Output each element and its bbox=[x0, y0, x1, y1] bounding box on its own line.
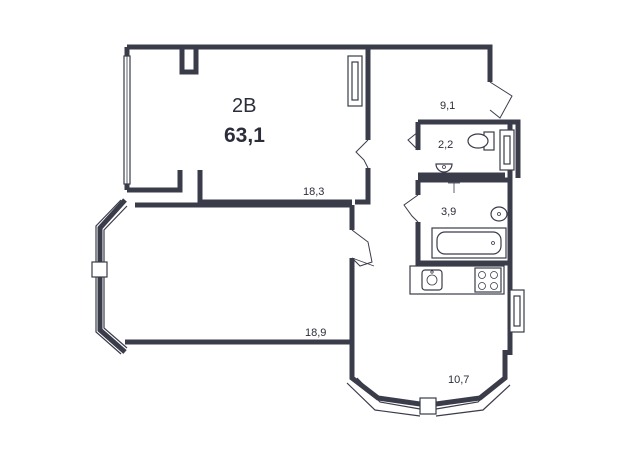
living-door bbox=[351, 229, 373, 267]
wc-shelf bbox=[448, 182, 460, 193]
room-area-bathroom: 3,9 bbox=[441, 206, 456, 218]
bath-sink bbox=[490, 206, 508, 222]
windows bbox=[91, 55, 525, 417]
labels: 2В 63,1 18,3 18,9 9,1 2,2 3,9 10,7 bbox=[224, 95, 469, 386]
kitchen-counter bbox=[409, 265, 505, 295]
apartment-type: 2В bbox=[232, 95, 256, 117]
fixtures bbox=[409, 131, 508, 295]
toilet bbox=[467, 131, 495, 151]
room-area-wc: 2,2 bbox=[438, 139, 453, 151]
stove bbox=[474, 267, 502, 293]
room-area-kitchen: 10,7 bbox=[448, 374, 469, 386]
wc-sink bbox=[435, 163, 453, 173]
doors bbox=[351, 81, 513, 267]
bathtub bbox=[431, 227, 507, 259]
bay-pillar-living bbox=[91, 261, 108, 278]
walls bbox=[97, 44, 521, 407]
bath-door bbox=[403, 194, 419, 223]
room-area-hall: 9,1 bbox=[440, 100, 455, 112]
bay-pillar-kitchen bbox=[419, 397, 437, 415]
room-area-living: 18,9 bbox=[305, 327, 326, 339]
kitchen-sink bbox=[421, 269, 443, 291]
wc-door bbox=[407, 131, 419, 151]
entrance-door bbox=[489, 81, 513, 119]
bedroom-door bbox=[355, 139, 369, 169]
apartment-total-area: 63,1 bbox=[224, 124, 265, 147]
room-area-bedroom: 18,3 bbox=[303, 186, 324, 198]
